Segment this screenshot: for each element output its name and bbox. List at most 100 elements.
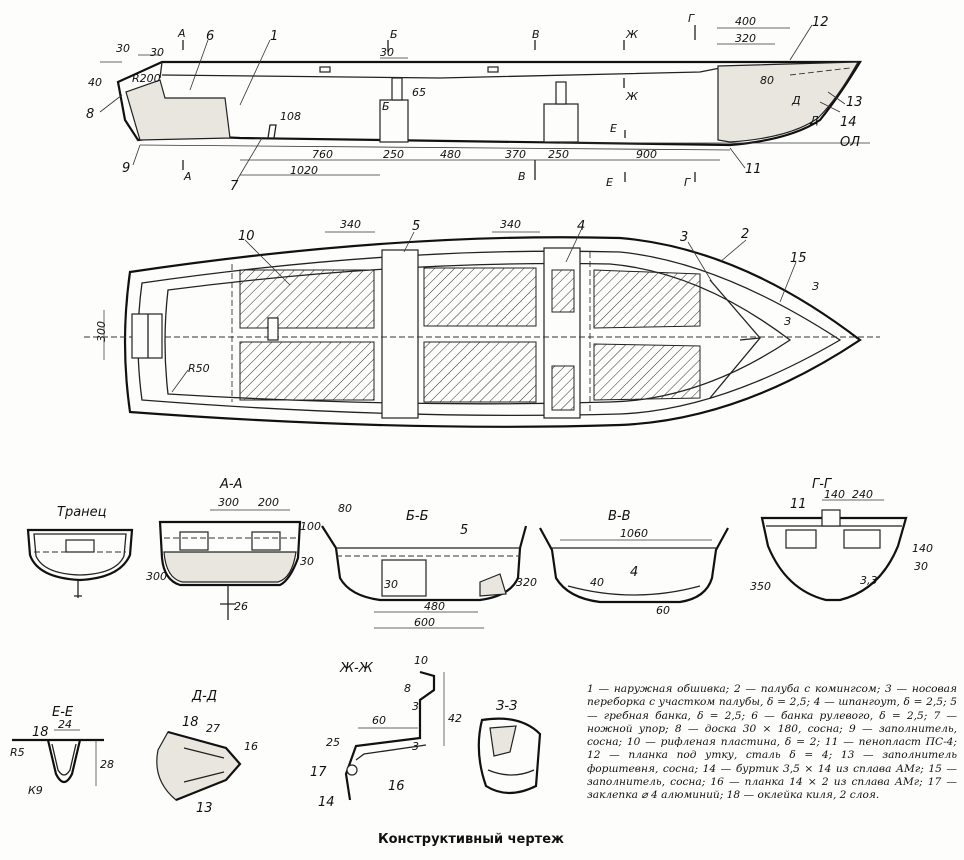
section-vv: В-В 4 1060 40 60 [539,509,729,617]
dim-bb-30: 30 [384,578,398,591]
section-bb: Б-Б 5 80 320 30 480 600 [321,502,537,629]
grating-plate-2 [239,341,375,401]
dim-r50: R50 [188,362,210,375]
mark-z-bottom: З [784,315,791,328]
dim-30b: 30 [150,46,164,59]
dim-zh-25: 25 [326,736,340,749]
side-view [99,24,870,182]
callout-dd-13: 13 [196,801,213,816]
plan-view-labels: 10 5 4 3 2 15 340 340 300 R50 З З [95,218,819,375]
callout-vv-4: 4 [630,565,638,580]
callout-15: 15 [790,251,807,266]
dim-vv-40: 40 [590,576,604,589]
dim-760: 760 [312,148,333,161]
dim-40: 40 [88,76,102,89]
detail-zhzh: Ж-Ж 17 14 16 10 8 3 60 42 3 25 [310,654,462,810]
dim-gg-3-3: 3,3 [860,574,878,587]
dim-ee-24: 24 [58,718,72,731]
grating-plate-4 [423,341,537,403]
dim-80: 80 [760,74,774,87]
dim-zh-42: 42 [448,712,462,725]
dim-400: 400 [735,15,756,28]
callout-13: 13 [846,95,863,110]
dim-vv-1060: 1060 [620,527,648,540]
dim-zh-8: 8 [404,682,411,695]
callout-10: 10 [238,229,255,244]
mark-e-bottom: Е [606,176,613,189]
callout-2: 2 [741,227,749,242]
dim-1020: 1020 [290,164,318,177]
title-dd: Д-Д [191,689,217,704]
mark-b-bottom: Б [382,100,390,113]
detail-zz: З-З [477,699,542,795]
mark-e-top: Е [610,122,617,135]
grating-plate-1 [239,269,375,329]
dim-gg-140v: 140 [912,542,933,555]
dim-zh-3a: 3 [412,700,419,713]
mark-zh-bottom: Ж [625,90,639,103]
dim-30c: 30 [380,46,394,59]
callout-8: 8 [86,107,94,122]
callout-dd-18: 18 [182,715,199,730]
dim-ee-r5: R5 [10,746,25,759]
dim-320: 320 [735,32,756,45]
callout-5: 5 [412,219,420,234]
callout-14: 14 [840,115,857,130]
grating-plate-7 [593,269,701,329]
stern-foam-block [125,79,231,141]
mark-a-bottom: А [183,170,192,183]
mark-v-bottom: В [518,170,526,183]
dim-zh-10: 10 [414,654,428,667]
dim-aa-26: 26 [234,600,248,613]
plan-hull-outline [123,236,862,428]
dim-250a: 250 [383,148,404,161]
callout-ee-18: 18 [32,725,49,740]
dim-ee-28: 28 [100,758,114,771]
dim-65: 65 [412,86,426,99]
title-aa: А-А [219,477,242,492]
dim-aa-30: 30 [300,555,314,568]
base-line-label: ОЛ [840,135,860,150]
mark-g-bottom: Г [684,176,691,189]
mark-zh-top: Ж [625,28,639,41]
title-transom: Транец [57,505,107,520]
callout-zhzh-17: 17 [310,765,327,780]
dim-zh-60: 60 [372,714,386,727]
callout-1: 1 [270,29,278,44]
dim-370: 370 [505,148,526,161]
detail-ee: Е-Е 18 24 R5 28 К9 [10,705,114,797]
mark-d-bottom: Д [809,114,819,127]
dim-340a: 340 [340,218,361,231]
dim-300-plan: 300 [95,321,108,342]
dim-zh-3b: 3 [412,740,419,753]
callout-3: 3 [680,230,688,245]
grating-plate-3 [423,267,537,327]
plan-thwart [381,249,419,419]
mark-v-top: В [532,28,540,41]
dim-bb-320: 320 [516,576,537,589]
grating-plate-8 [593,343,701,401]
mark-a-top: А [177,27,186,40]
callout-7: 7 [230,179,239,194]
dim-vv-60: 60 [656,604,670,617]
dim-gg-240: 240 [852,488,873,501]
drawing-caption: Конструктивный чертеж [378,832,564,847]
dim-dd-16: 16 [244,740,258,753]
plan-view [84,229,880,428]
dim-480: 480 [440,148,461,161]
dim-gg-30: 30 [914,560,928,573]
side-view-labels: 1 6 8 9 7 11 12 14 13 30 30 40 R200 30 6… [86,12,863,194]
mark-g-top: Г [688,12,695,25]
callout-4: 4 [577,219,585,234]
section-gg: Г-Г 11 140 240 140 30 350 3,3 [750,477,933,602]
dim-340b: 340 [500,218,521,231]
callout-11: 11 [745,162,762,177]
section-transom: Транец [26,505,134,598]
dim-bb-80: 80 [338,502,352,515]
title-zhzh: Ж-Ж [339,661,374,676]
callout-bb-5: 5 [460,523,468,538]
dim-aa-300v: 300 [146,570,167,583]
dim-gg-140: 140 [824,488,845,501]
